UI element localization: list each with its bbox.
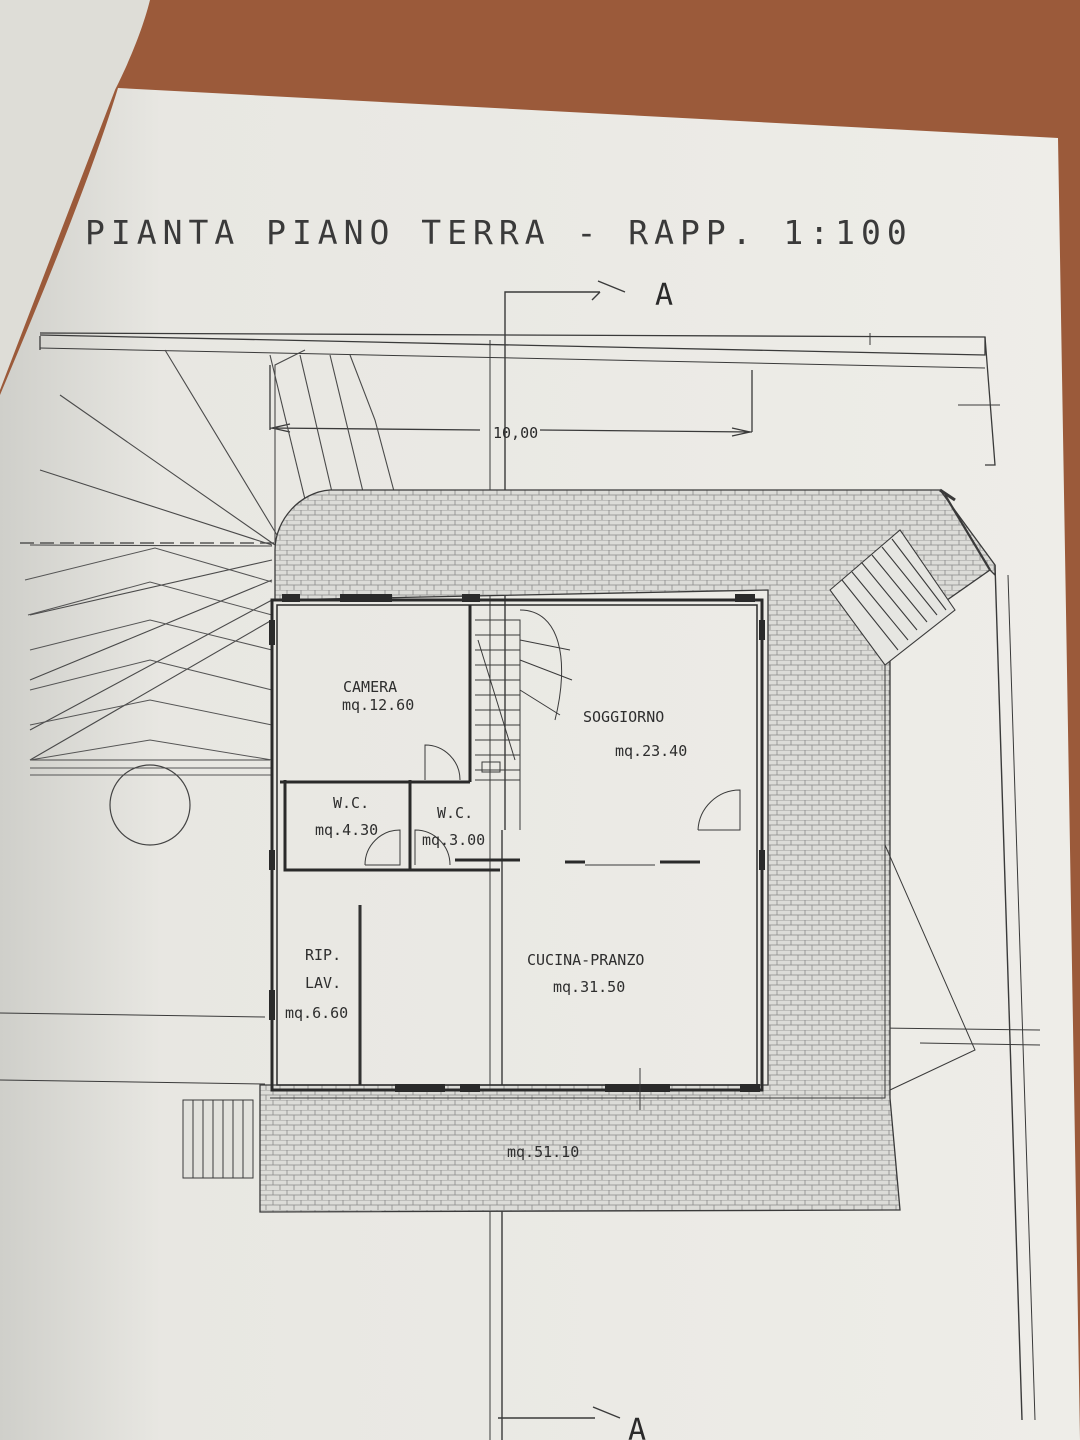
- terrace-door-swing: [884, 844, 976, 1091]
- svg-text:mq.12.60: mq.12.60: [342, 696, 414, 714]
- house-walls: [269, 594, 765, 1092]
- grid-tick-marks: [639, 333, 1000, 1110]
- svg-text:A: A: [655, 278, 673, 313]
- door-swings: [359, 744, 741, 1080]
- outdoor-staircase: [829, 488, 991, 666]
- section-marker-bottom: A: [498, 1406, 646, 1440]
- internal-staircase: [475, 609, 573, 830]
- entry-steps: [182, 1099, 254, 1179]
- room-ripostiglio-lavanderia: RIP. LAV. mq.6.60: [285, 946, 348, 1022]
- site-boundary: [0, 332, 1041, 1440]
- svg-text:LAV.: LAV.: [305, 974, 341, 992]
- svg-text:mq.6.60: mq.6.60: [285, 1004, 348, 1022]
- outdoor-steps-fan: [29, 349, 396, 761]
- svg-text:SOGGIORNO: SOGGIORNO: [583, 708, 664, 726]
- svg-text:10,00: 10,00: [493, 424, 538, 442]
- svg-text:A: A: [628, 1413, 646, 1440]
- terrace-paving: [259, 489, 996, 1213]
- room-cucina-pranzo: CUCINA-PRANZO mq.31.50: [527, 951, 644, 996]
- plan-title: PIANTA PIANO TERRA - RAPP. 1:100: [85, 213, 913, 252]
- room-camera: CAMERA mq.12.60: [342, 678, 414, 714]
- svg-text:mq.3.00: mq.3.00: [422, 831, 485, 849]
- svg-text:mq.23.40: mq.23.40: [615, 742, 687, 760]
- paper-sheet: [0, 88, 1080, 1440]
- room-wc-2: W.C. mq.3.00: [422, 804, 485, 849]
- room-soggiorno: SOGGIORNO mq.23.40: [583, 708, 687, 760]
- curled-page: [0, 0, 150, 390]
- svg-text:mq.31.50: mq.31.50: [553, 978, 625, 996]
- svg-text:W.C.: W.C.: [333, 794, 369, 812]
- svg-text:CUCINA-PRANZO: CUCINA-PRANZO: [527, 951, 644, 969]
- terrace-area-label: mq.51.10: [507, 1143, 579, 1161]
- garden-circle: [109, 764, 191, 846]
- svg-text:mq.4.30: mq.4.30: [315, 821, 378, 839]
- room-wc-1: W.C. mq.4.30: [315, 794, 378, 839]
- svg-text:RIP.: RIP.: [305, 946, 341, 964]
- dimension-line: 10,00: [269, 365, 753, 442]
- svg-text:CAMERA: CAMERA: [343, 678, 397, 696]
- svg-text:W.C.: W.C.: [437, 804, 473, 822]
